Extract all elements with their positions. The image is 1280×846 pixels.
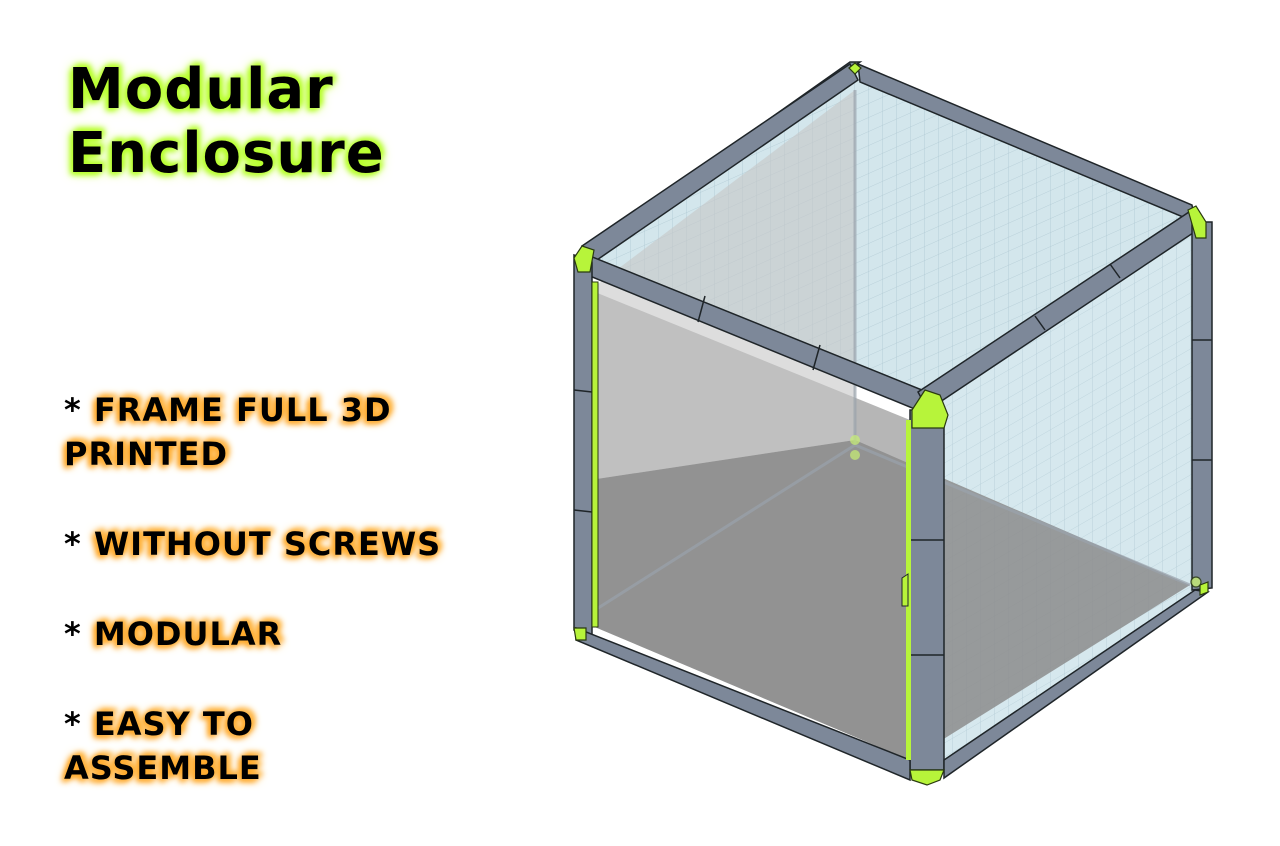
title-line-1: Modular — [68, 57, 334, 122]
bullet: * — [64, 705, 82, 743]
door-handle — [901, 573, 909, 607]
title-line-2: Enclosure — [68, 121, 385, 186]
feature-text: FRAME FULL 3D — [93, 391, 392, 429]
connector-bottom-left — [573, 627, 587, 641]
feature-text: EASY TO — [93, 705, 254, 743]
bullet: * — [64, 615, 82, 653]
feature-text: ASSEMBLE — [64, 749, 262, 787]
feature-item-frame: * FRAME FULL 3D — [64, 388, 392, 432]
connector-top-back — [848, 62, 862, 75]
bullet: * — [64, 391, 82, 429]
connector-bottom-right — [1199, 581, 1209, 596]
feature-item-modular: * MODULAR — [64, 612, 282, 656]
page-title: Modular Enclosure — [68, 58, 385, 186]
feature-item-screws: * WITHOUT SCREWS — [64, 522, 441, 566]
front-opening — [590, 90, 1190, 760]
feature-text: WITHOUT SCREWS — [93, 525, 442, 563]
connector-top-left — [573, 245, 595, 273]
feature-item-frame-cont: PRINTED — [64, 432, 228, 476]
connector-top-right — [1187, 205, 1207, 239]
door-seal-left — [591, 281, 599, 628]
feature-text: PRINTED — [64, 435, 229, 473]
feature-item-assemble: * EASY TO — [64, 702, 254, 746]
corner-connectors — [573, 62, 1209, 786]
frame — [573, 61, 1213, 782]
connector-top-front — [911, 389, 949, 429]
bullet: * — [64, 525, 82, 563]
feature-item-assemble-cont: ASSEMBLE — [64, 746, 262, 790]
frame-joints — [573, 263, 1212, 656]
connector-bottom-front — [909, 769, 945, 786]
feature-text: MODULAR — [93, 615, 283, 653]
